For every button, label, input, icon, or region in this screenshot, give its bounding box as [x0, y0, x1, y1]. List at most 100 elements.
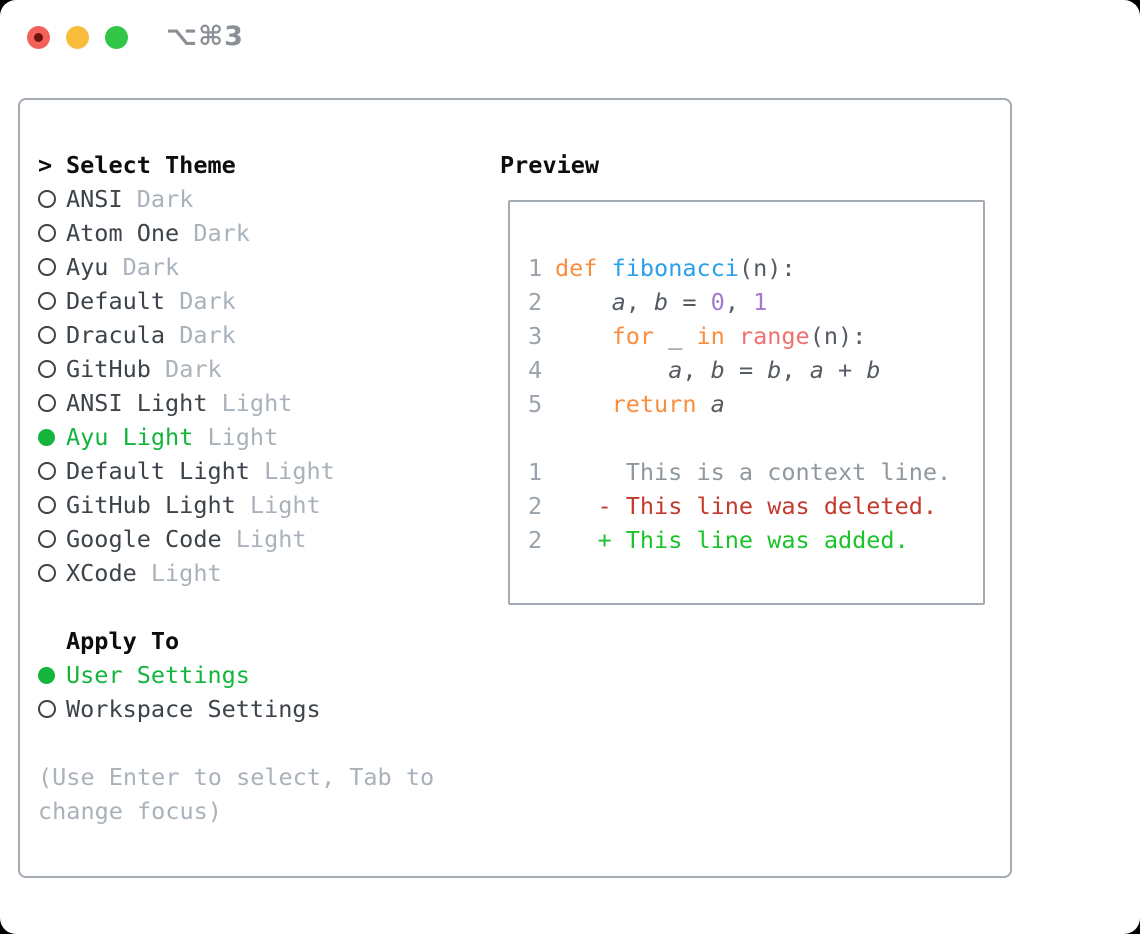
code-line: 2 + This line was added.: [528, 523, 983, 557]
theme-name: XCode Light: [66, 559, 222, 587]
code-line: 1 def fibonacci(n):: [528, 251, 983, 285]
theme-list-title: Select Theme: [66, 151, 236, 179]
code-line: 3 for _ in range(n):: [528, 319, 983, 353]
theme-list-header-row: >Select Theme: [38, 148, 482, 182]
radio-icon: [38, 700, 56, 718]
line-number: 2: [528, 526, 543, 554]
radio-marker: [38, 530, 66, 548]
radio-icon: [38, 394, 56, 412]
code-text: a, b = 0, 1: [611, 288, 768, 316]
minimize-button[interactable]: [66, 26, 89, 49]
theme-variant-badge: Light: [207, 423, 279, 451]
code-text: def fibonacci(n):: [555, 254, 796, 282]
line-number: 1: [528, 458, 543, 486]
code-line: 1 This is a context line.: [528, 455, 983, 489]
theme-name: Default Light Light: [66, 457, 335, 485]
theme-option-dracula[interactable]: Dracula Dark: [38, 318, 482, 352]
window-shortcut-title: ⌥⌘3: [166, 21, 244, 52]
radio-marker: [38, 564, 66, 582]
theme-name: Ayu Light Light: [66, 423, 279, 451]
radio-marker: [38, 462, 66, 480]
line-number: 4: [528, 356, 543, 384]
theme-option-github[interactable]: GitHub Dark: [38, 352, 482, 386]
radio-marker: [38, 666, 66, 684]
theme-variant-badge: Light: [235, 525, 307, 553]
window-titlebar: ⌥⌘3: [0, 0, 1140, 98]
theme-option-xcode[interactable]: XCode Light: [38, 556, 482, 590]
apply-option-label: Workspace Settings: [66, 695, 321, 723]
radio-marker: [38, 326, 66, 344]
theme-name: GitHub Light Light: [66, 491, 321, 519]
line-number: 2: [528, 288, 543, 316]
maximize-button[interactable]: [105, 26, 128, 49]
theme-option-ansi[interactable]: ANSI Dark: [38, 182, 482, 216]
theme-name: ANSI Dark: [66, 185, 194, 213]
theme-variant-badge: Dark: [165, 355, 222, 383]
radio-marker: [38, 394, 66, 412]
radio-icon: [38, 224, 56, 242]
theme-name: Dracula Dark: [66, 321, 236, 349]
theme-option-ayu-light[interactable]: Ayu Light Light: [38, 420, 482, 454]
theme-variant-badge: Dark: [179, 287, 236, 315]
line-number: 3: [528, 322, 543, 350]
radio-icon: [38, 190, 56, 208]
preview-title: Preview: [500, 151, 600, 179]
radio-icon: [38, 462, 56, 480]
theme-name: Atom One Dark: [66, 219, 250, 247]
radio-icon: [38, 564, 56, 582]
theme-name: Default Dark: [66, 287, 236, 315]
theme-variant-badge: Dark: [193, 219, 250, 247]
apply-to-header-row: Apply To: [38, 624, 482, 658]
theme-option-default[interactable]: Default Dark: [38, 284, 482, 318]
code-text: This is a context line.: [555, 458, 952, 486]
radio-icon: [38, 326, 56, 344]
theme-variant-badge: Dark: [136, 185, 194, 213]
apply-option-label: User Settings: [66, 661, 250, 689]
radio-marker: [38, 224, 66, 242]
help-text: (Use Enter to select, Tab to change focu…: [38, 763, 435, 825]
code-text: return a: [611, 390, 725, 418]
theme-variant-badge: Light: [150, 559, 222, 587]
apply-option-workspace-settings[interactable]: Workspace Settings: [38, 692, 482, 726]
radio-selected-icon: [38, 428, 55, 446]
line-number: 2: [528, 492, 543, 520]
line-number: 5: [528, 390, 543, 418]
code-line: 2 - This line was deleted.: [528, 489, 983, 523]
code-text: - This line was deleted.: [597, 492, 938, 520]
code-line: 2 a, b = 0, 1: [528, 285, 983, 319]
radio-icon: [38, 258, 56, 276]
theme-option-google-code[interactable]: Google Code Light: [38, 522, 482, 556]
radio-marker: [38, 360, 66, 378]
radio-icon: [38, 292, 56, 310]
theme-variant-badge: Dark: [122, 253, 180, 281]
line-number: 1: [528, 254, 543, 282]
theme-option-default-light[interactable]: Default Light Light: [38, 454, 482, 488]
radio-marker: [38, 292, 66, 310]
theme-option-ayu[interactable]: Ayu Dark: [38, 250, 482, 284]
theme-variant-badge: Light: [249, 491, 321, 519]
code-line: 4 a, b = b, a + b: [528, 353, 983, 387]
radio-icon: [38, 496, 56, 514]
code-line: 5 return a: [528, 387, 983, 421]
radio-marker: [38, 496, 66, 514]
theme-variant-badge: Dark: [179, 321, 236, 349]
theme-name: ANSI Light Light: [66, 389, 293, 417]
code-line: [528, 421, 983, 455]
apply-option-user-settings[interactable]: User Settings: [38, 658, 482, 692]
radio-icon: [38, 530, 56, 548]
theme-variant-badge: Light: [221, 389, 293, 417]
theme-option-github-light[interactable]: GitHub Light Light: [38, 488, 482, 522]
theme-option-atom-one[interactable]: Atom One Dark: [38, 216, 482, 250]
code-text: + This line was added.: [597, 526, 909, 554]
theme-name: Ayu Dark: [66, 253, 180, 281]
close-button[interactable]: [27, 26, 50, 49]
radio-icon: [38, 360, 56, 378]
theme-option-ansi-light[interactable]: ANSI Light Light: [38, 386, 482, 420]
